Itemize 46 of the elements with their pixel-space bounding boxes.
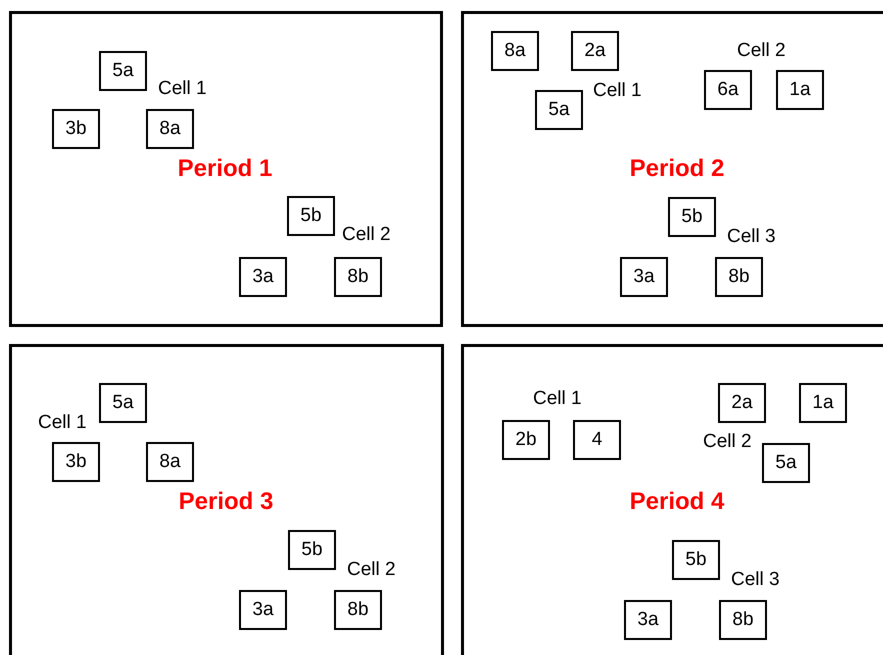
item-box: 8a <box>146 442 194 482</box>
item-box: 2a <box>718 383 766 423</box>
item-box: 5b <box>672 540 720 580</box>
period-title: Period 1 <box>178 155 272 183</box>
item-box: 3a <box>624 600 672 640</box>
cell-label: Cell 1 <box>38 412 87 434</box>
cell-label: Cell 2 <box>342 224 391 246</box>
period-title: Period 3 <box>178 488 274 516</box>
item-box: 5a <box>762 443 810 483</box>
item-box: 5a <box>99 383 147 423</box>
item-box: 5b <box>668 197 716 237</box>
period-panel <box>461 344 883 655</box>
cell-label: Cell 2 <box>347 559 396 581</box>
cell-label: Cell 1 <box>593 80 642 102</box>
item-box: 1a <box>776 70 824 110</box>
cell-label: Cell 2 <box>703 431 752 453</box>
item-box: 3b <box>52 109 100 149</box>
item-box: 3a <box>239 257 287 297</box>
item-box: 3a <box>239 590 287 630</box>
item-box: 2b <box>502 420 550 460</box>
item-box: 8b <box>334 257 382 297</box>
cell-label: Cell 3 <box>731 569 780 591</box>
item-box: 5b <box>288 530 336 570</box>
cell-label: Cell 3 <box>727 226 776 248</box>
item-box: 5a <box>535 90 583 130</box>
item-box: 3b <box>52 442 100 482</box>
cell-label: Cell 1 <box>533 388 582 410</box>
item-box: 5b <box>287 196 335 236</box>
item-box: 8b <box>719 600 767 640</box>
cell-label: Cell 2 <box>737 40 786 62</box>
period-panel <box>9 344 444 655</box>
period-panel <box>9 11 443 327</box>
period-title: Period 4 <box>630 488 724 516</box>
item-box: 8b <box>334 590 382 630</box>
item-box: 8a <box>491 31 539 71</box>
item-box: 1a <box>799 383 847 423</box>
item-box: 4 <box>573 420 621 460</box>
item-box: 8b <box>715 257 763 297</box>
item-box: 5a <box>99 51 147 91</box>
item-box: 6a <box>704 70 752 110</box>
item-box: 3a <box>620 257 668 297</box>
item-box: 8a <box>146 109 194 149</box>
period-panel <box>461 11 883 327</box>
period-title: Period 2 <box>630 155 724 183</box>
item-box: 2a <box>571 31 619 71</box>
cell-label: Cell 1 <box>158 78 207 100</box>
